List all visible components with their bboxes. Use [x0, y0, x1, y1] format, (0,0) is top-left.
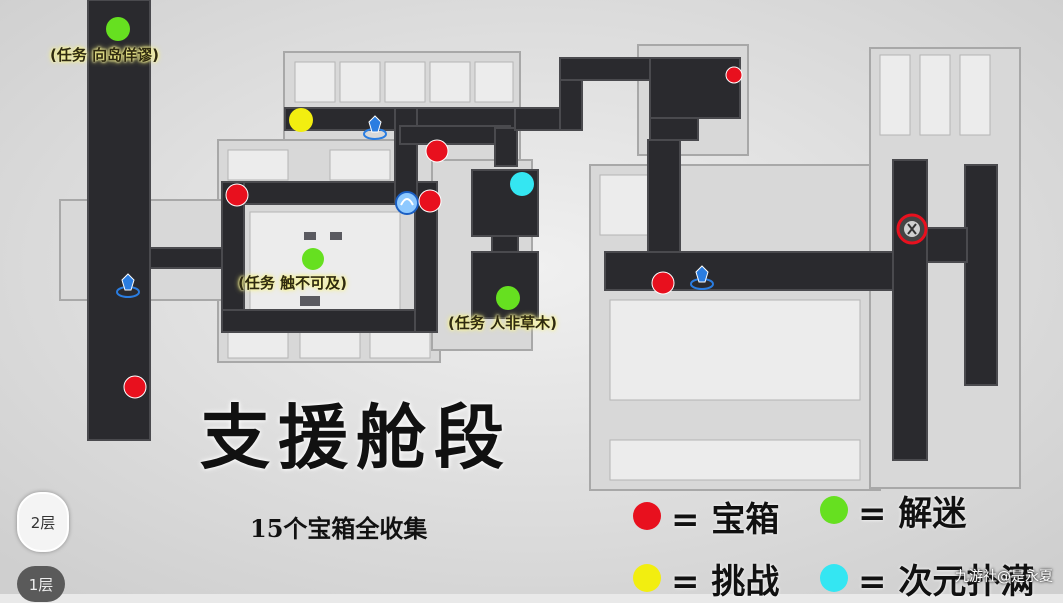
watermark: 九游社@是永夏 — [955, 569, 1053, 585]
marker-puzzle-1 — [106, 17, 130, 41]
floor-1-button[interactable]: 1层 — [17, 566, 65, 602]
chest-count-subtitle: 15个宝箱全收集 — [250, 514, 428, 543]
teleport-icon-2[interactable] — [116, 273, 140, 298]
floor-2-button[interactable]: 2层 — [17, 492, 69, 552]
marker-chest-6 — [725, 66, 743, 84]
quest-label-3: (任务 人非草木) — [448, 314, 557, 332]
marker-chest-1 — [123, 375, 147, 399]
legend-puzzle-dot — [820, 496, 848, 524]
boss-marker-icon[interactable] — [896, 213, 928, 245]
marker-chest-3 — [425, 139, 449, 163]
legend-chest: = 宝箱 — [633, 494, 780, 540]
marker-challenge-1 — [289, 108, 313, 132]
marker-space-1 — [510, 172, 534, 196]
legend-space-dot — [820, 564, 848, 592]
marker-puzzle-2 — [302, 248, 324, 270]
area-title: 支援舱段 — [200, 397, 512, 479]
legend-puzzle-label: = 解迷 — [858, 493, 967, 534]
marker-chest-5 — [651, 271, 675, 295]
legend-challenge: = 挑战 — [633, 556, 780, 602]
marker-chest-2 — [225, 183, 249, 207]
teleport-icon-1[interactable] — [363, 115, 387, 140]
legend-puzzle: = 解迷 — [820, 488, 967, 534]
walkways — [87, 0, 998, 461]
doorway-marks — [300, 232, 342, 306]
marker-puzzle-3 — [496, 286, 520, 310]
quest-label-2: (任务 触不可及) — [238, 274, 347, 292]
space-anchor-icon[interactable] — [395, 191, 419, 215]
legend-chest-dot — [633, 502, 661, 530]
legend-chest-label: = 宝箱 — [671, 499, 780, 540]
legend-challenge-label: = 挑战 — [671, 561, 780, 602]
quest-label-1: (任务 向岛佯谬) — [50, 46, 159, 64]
legend-challenge-dot — [633, 564, 661, 592]
marker-chest-4 — [418, 189, 442, 213]
teleport-icon-3[interactable] — [690, 265, 714, 290]
